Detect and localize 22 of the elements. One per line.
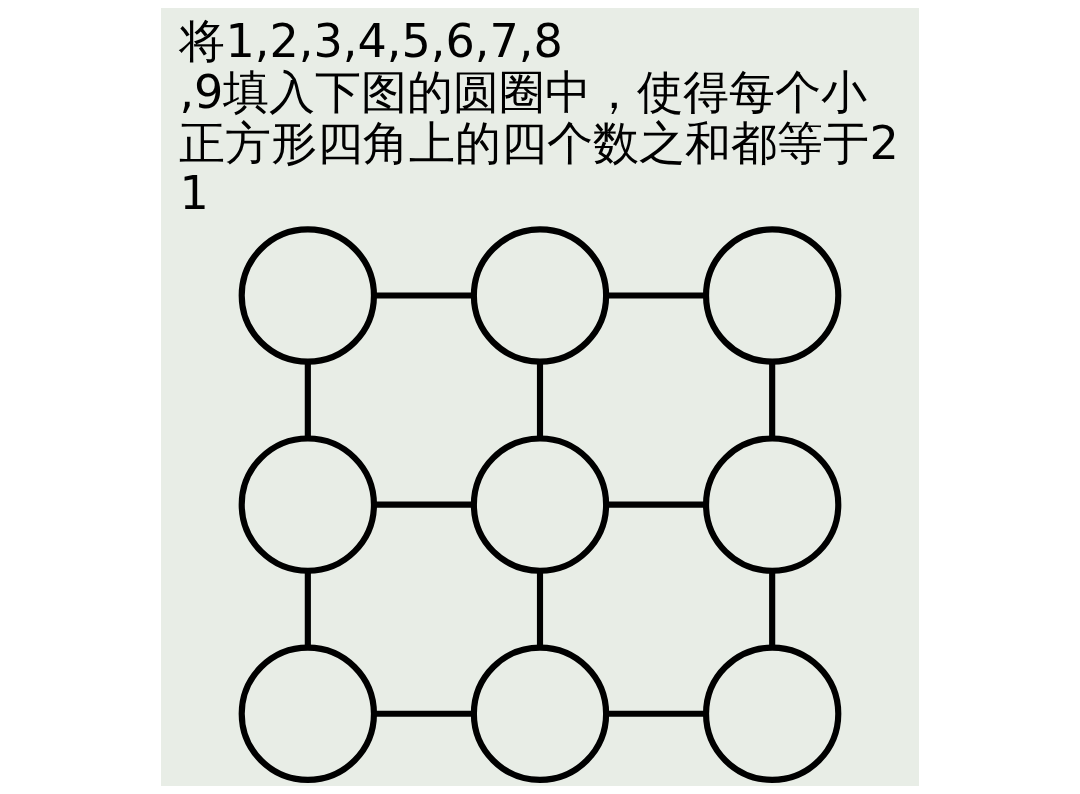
connector [304, 570, 311, 648]
node-circle [470, 226, 610, 365]
diagram-title: 将1,2,3,4,5,6,7,8,9填入下图的圆圈中，使得每个小正方形四角上的四个数之和都等于21 [179, 14, 899, 221]
connector [536, 361, 544, 438]
node-circle [238, 226, 378, 365]
connector [606, 710, 707, 717]
connector [374, 292, 474, 299]
connector [374, 710, 474, 717]
connector [769, 570, 776, 648]
node-circle [470, 435, 610, 574]
node-circle [702, 644, 842, 783]
node-circle [702, 435, 842, 574]
connector [374, 501, 474, 508]
connector [536, 570, 544, 648]
connector [304, 361, 311, 438]
node-circle [470, 644, 610, 783]
node-circle [702, 226, 842, 365]
node-circle [238, 644, 378, 783]
connector [606, 501, 707, 508]
connector [769, 361, 776, 438]
connector [606, 292, 707, 299]
node-circle [238, 435, 378, 574]
